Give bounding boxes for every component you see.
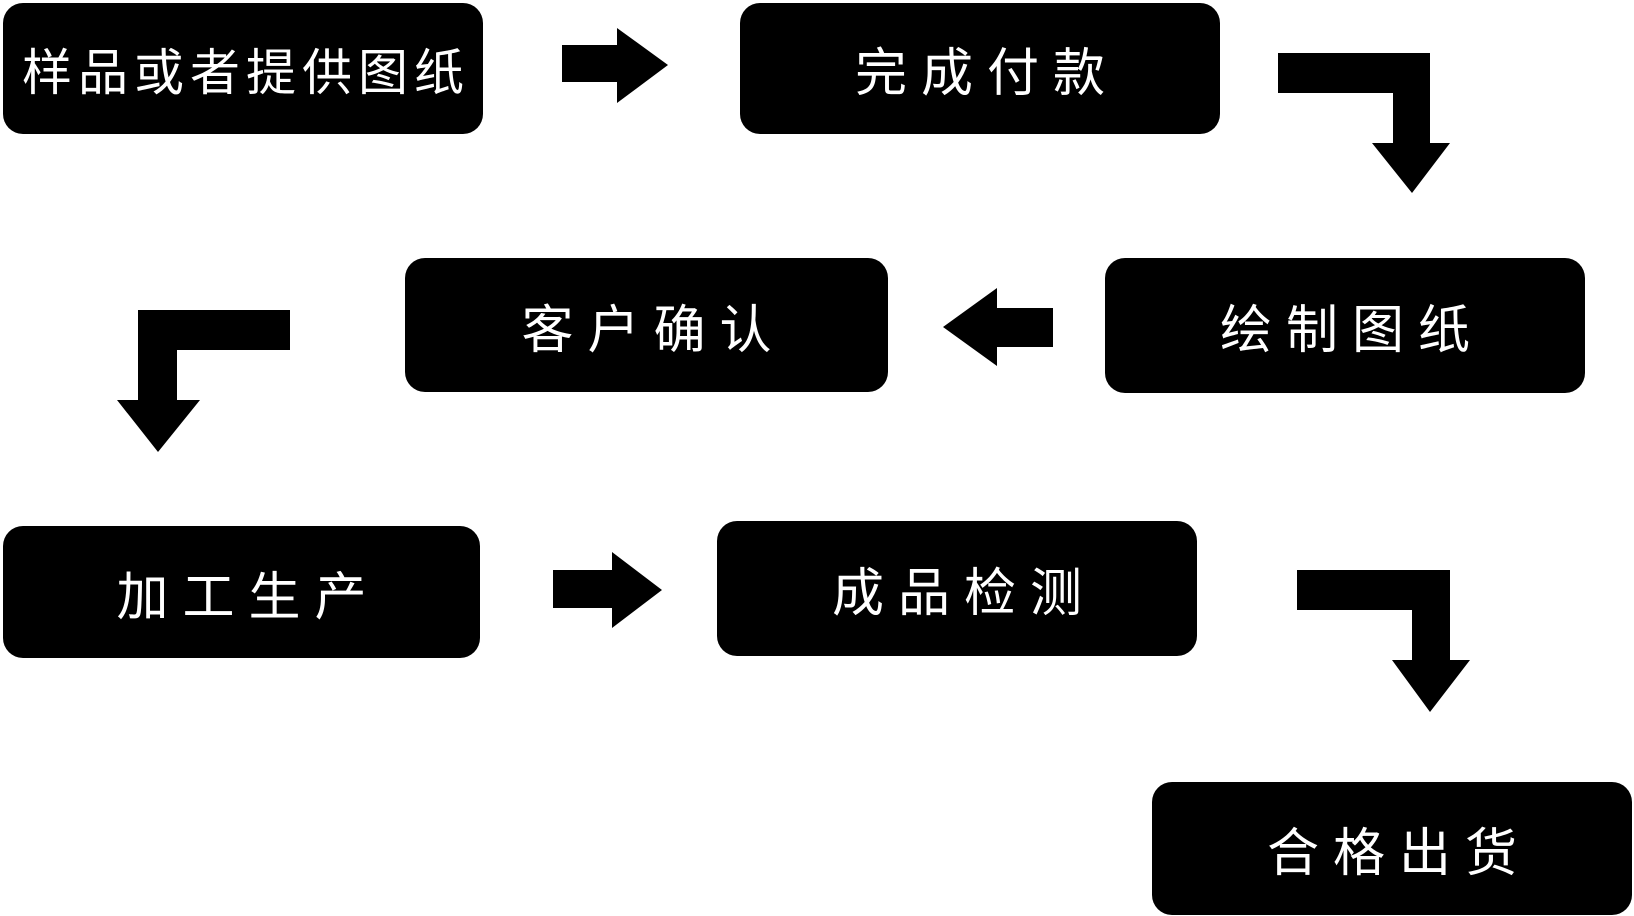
arrow-right-icon [548, 545, 668, 635]
flow-node-customer-confirm: 客户确认 [405, 258, 888, 392]
flow-node-draw-drawings: 绘制图纸 [1105, 258, 1585, 393]
arrow-left-icon [938, 283, 1058, 373]
flow-node-product-inspection: 成品检测 [717, 521, 1197, 656]
arrow-elbow-right-down-icon [1290, 562, 1480, 722]
flow-node-processing-production: 加工生产 [3, 526, 480, 658]
arrow-elbow-right-down-icon [1270, 45, 1460, 205]
flow-node-sample-or-drawing: 样品或者提供图纸 [3, 3, 483, 134]
flow-node-qualified-shipment: 合格出货 [1152, 782, 1632, 915]
arrow-right-icon [555, 25, 670, 105]
flow-node-complete-payment: 完成付款 [740, 3, 1220, 134]
arrow-elbow-left-down-icon [110, 302, 300, 462]
